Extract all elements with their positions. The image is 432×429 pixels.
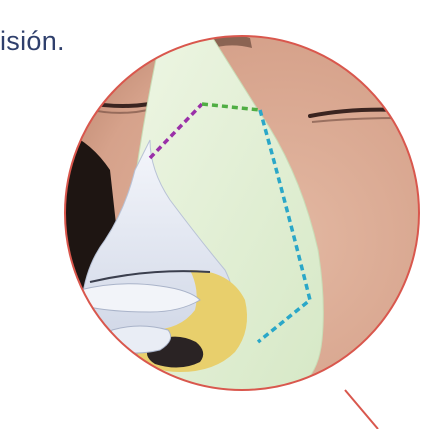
- pointer-line: [345, 390, 378, 429]
